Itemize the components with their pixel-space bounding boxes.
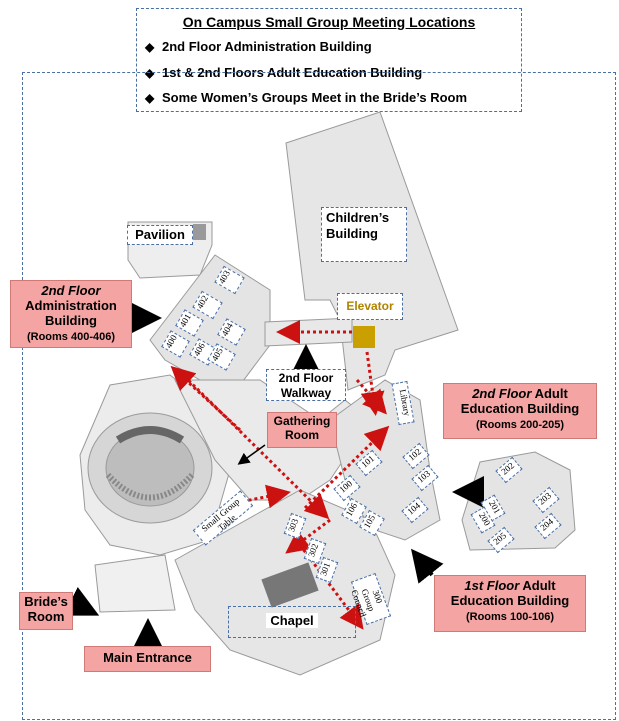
legend-title: On Campus Small Group Meeting Locations (182, 14, 476, 30)
entrance-building-shape (94, 554, 176, 613)
arrow-gathering (237, 444, 266, 465)
chapel-label: Chapel (228, 606, 356, 638)
route-admin-to-100 (178, 370, 330, 520)
callout-adult1-floor: 1st Floor (464, 578, 520, 593)
route-table (224, 484, 291, 509)
walkway-label: 2nd Floor Walkway (266, 369, 346, 401)
route-to-chapel (298, 544, 364, 630)
callout-admin-rooms: (Rooms 400-406) (26, 330, 116, 343)
gathering-room-label: Gathering Room (267, 412, 337, 448)
callout-adult1-rooms: (Rooms 100-106) (465, 610, 555, 623)
main-entrance-label: Main Entrance (84, 646, 211, 672)
brides-room-label: Bride’s Room (19, 592, 73, 630)
callout-adult2-floor: 2nd Floor (472, 386, 532, 401)
arrow-adult1 (411, 548, 444, 584)
legend-item-admin: ◆2nd Floor Administration Building (145, 39, 372, 54)
callout-adult2-name: Adult Education Building (460, 386, 580, 416)
route-admin-up (170, 365, 242, 432)
childrens-building-label: Children’s Building (321, 207, 407, 262)
arrow-brides (63, 586, 100, 616)
callout-admin-name: Administration Building (25, 297, 117, 328)
pavilion-label: Pavilion (127, 225, 193, 245)
legend-item-brides-room: ◆Some Women’s Groups Meet in the Bride’s… (145, 90, 468, 105)
callout-adult1-name: Adult Education Building (450, 578, 570, 608)
route-to-library (355, 379, 387, 415)
elevator-label: Elevator (337, 293, 403, 320)
chapel-text: Chapel (266, 613, 318, 628)
callout-adult1: 1st Floor Adult Education Building (Room… (434, 575, 586, 632)
callout-admin-floor: 2nd Floor (41, 283, 101, 298)
callout-adult2-rooms: (Rooms 200-205) (475, 418, 565, 431)
campus-map-frame (22, 72, 616, 720)
legend-box: On Campus Small Group Meeting Locations … (136, 8, 522, 112)
elevator-marker (353, 326, 375, 348)
callout-adult2: 2nd Floor Adult Education Building (Room… (443, 383, 597, 439)
route-to-302 (285, 518, 331, 554)
route-to-101 (303, 425, 390, 510)
callout-admin: 2nd Floor Administration Building (Rooms… (10, 280, 132, 348)
